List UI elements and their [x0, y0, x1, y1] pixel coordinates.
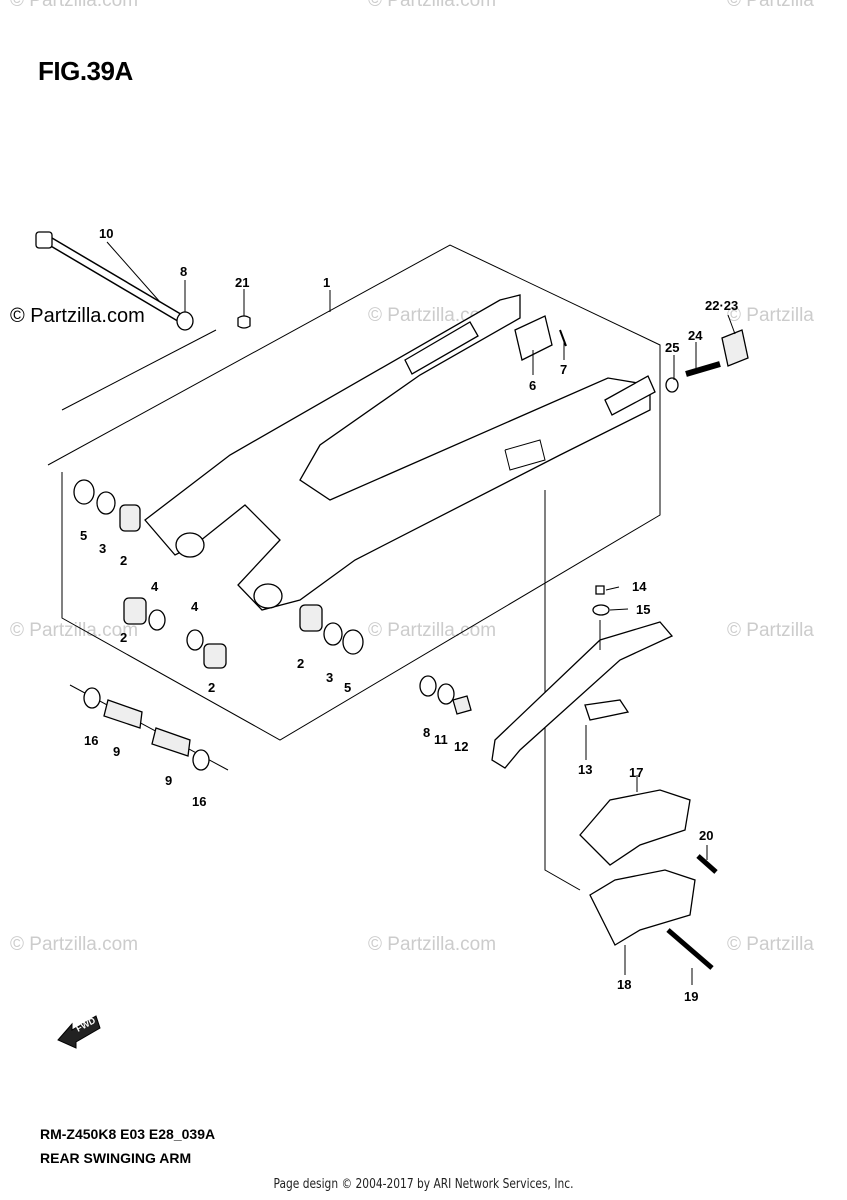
callout-15[interactable]: 15: [636, 602, 650, 617]
bearings-left[interactable]: [73, 479, 227, 669]
callout-9[interactable]: 9: [165, 773, 172, 788]
model-code: RM-Z450K8 E03 E28_039A: [40, 1126, 216, 1142]
callout-8[interactable]: 8: [423, 725, 430, 740]
spacers[interactable]: [83, 687, 210, 771]
callout-10[interactable]: 10: [99, 226, 113, 241]
chain-guide[interactable]: [579, 789, 696, 946]
washer-8-top[interactable]: [176, 311, 194, 331]
callout-25[interactable]: 25: [665, 340, 679, 355]
assembly-frame: [47, 244, 661, 891]
swing-arm[interactable]: [144, 294, 656, 611]
chain-guide-6[interactable]: [514, 315, 553, 361]
bolt-19[interactable]: [666, 928, 714, 970]
fwd-arrow-icon: FWD: [57, 1015, 101, 1049]
screw-14[interactable]: [595, 585, 605, 595]
nut-21[interactable]: [237, 315, 251, 329]
callout-20[interactable]: 20: [699, 828, 713, 843]
callout-9[interactable]: 9: [113, 744, 120, 759]
callout-1[interactable]: 1: [323, 275, 330, 290]
watermark-top-left: © Partzilla.com: [10, 0, 139, 11]
callout-2[interactable]: 2: [120, 553, 127, 568]
callout-16[interactable]: 16: [84, 733, 98, 748]
callout-7[interactable]: 7: [560, 362, 567, 377]
callout-labels: 1 2 2 2 2 3 3 4 4 5 5 6 7 8 8 9 9 10 11 …: [80, 226, 738, 1004]
callout-4[interactable]: 4: [191, 599, 199, 614]
callout-6[interactable]: 6: [529, 378, 536, 393]
callout-21[interactable]: 21: [235, 275, 249, 290]
axle-bolt[interactable]: [35, 231, 183, 322]
watermark-mid-right: © Partzilla: [727, 305, 814, 326]
watermark-row3-right: © Partzilla: [727, 620, 814, 641]
watermark-row4-right: © Partzilla: [727, 934, 814, 955]
watermark-top-center: © Partzilla.com: [368, 0, 497, 11]
figure-title: FIG.39A: [38, 56, 133, 86]
washer-15[interactable]: [592, 604, 610, 616]
leader-lines: [106, 241, 736, 985]
watermark-top-right: © Partzilla: [727, 0, 814, 11]
callout-5[interactable]: 5: [344, 680, 351, 695]
adjuster-plate[interactable]: [721, 329, 749, 367]
page-credit: Page design © 2004-2017 by ARI Network S…: [273, 1177, 574, 1192]
callout-11[interactable]: 11: [434, 732, 448, 747]
callout-16[interactable]: 16: [192, 794, 206, 809]
callout-3[interactable]: 3: [326, 670, 333, 685]
callout-13[interactable]: 13: [578, 762, 592, 777]
callout-18[interactable]: 18: [617, 977, 631, 992]
watermark-mid-left: © Partzilla.com: [10, 305, 145, 327]
adjuster-bolt[interactable]: [685, 361, 721, 377]
callout-8[interactable]: 8: [180, 264, 187, 279]
callout-3[interactable]: 3: [99, 541, 106, 556]
callout-14[interactable]: 14: [632, 579, 647, 594]
callout-12[interactable]: 12: [454, 739, 468, 754]
watermark-row3-center: © Partzilla.com: [368, 620, 497, 641]
callout-4[interactable]: 4: [151, 579, 159, 594]
callout-5[interactable]: 5: [80, 528, 87, 543]
watermark-row3-left: © Partzilla.com: [10, 620, 139, 641]
callout-17[interactable]: 17: [629, 765, 643, 780]
watermark-row4-center: © Partzilla.com: [368, 934, 497, 955]
callout-2[interactable]: 2: [208, 680, 215, 695]
callout-22-23[interactable]: 22·23: [705, 298, 738, 313]
watermark-row4-left: © Partzilla.com: [10, 934, 139, 955]
callout-2[interactable]: 2: [120, 630, 127, 645]
screw-7[interactable]: [559, 329, 567, 347]
callout-24[interactable]: 24: [688, 328, 703, 343]
chain-slider[interactable]: [491, 621, 674, 769]
diagram-name: REAR SWINGING ARM: [40, 1150, 192, 1166]
washer-25[interactable]: [665, 377, 679, 393]
callout-2[interactable]: 2: [297, 656, 304, 671]
bolt-20[interactable]: [696, 854, 718, 874]
bearings-right[interactable]: [299, 604, 472, 715]
callout-19[interactable]: 19: [684, 989, 698, 1004]
